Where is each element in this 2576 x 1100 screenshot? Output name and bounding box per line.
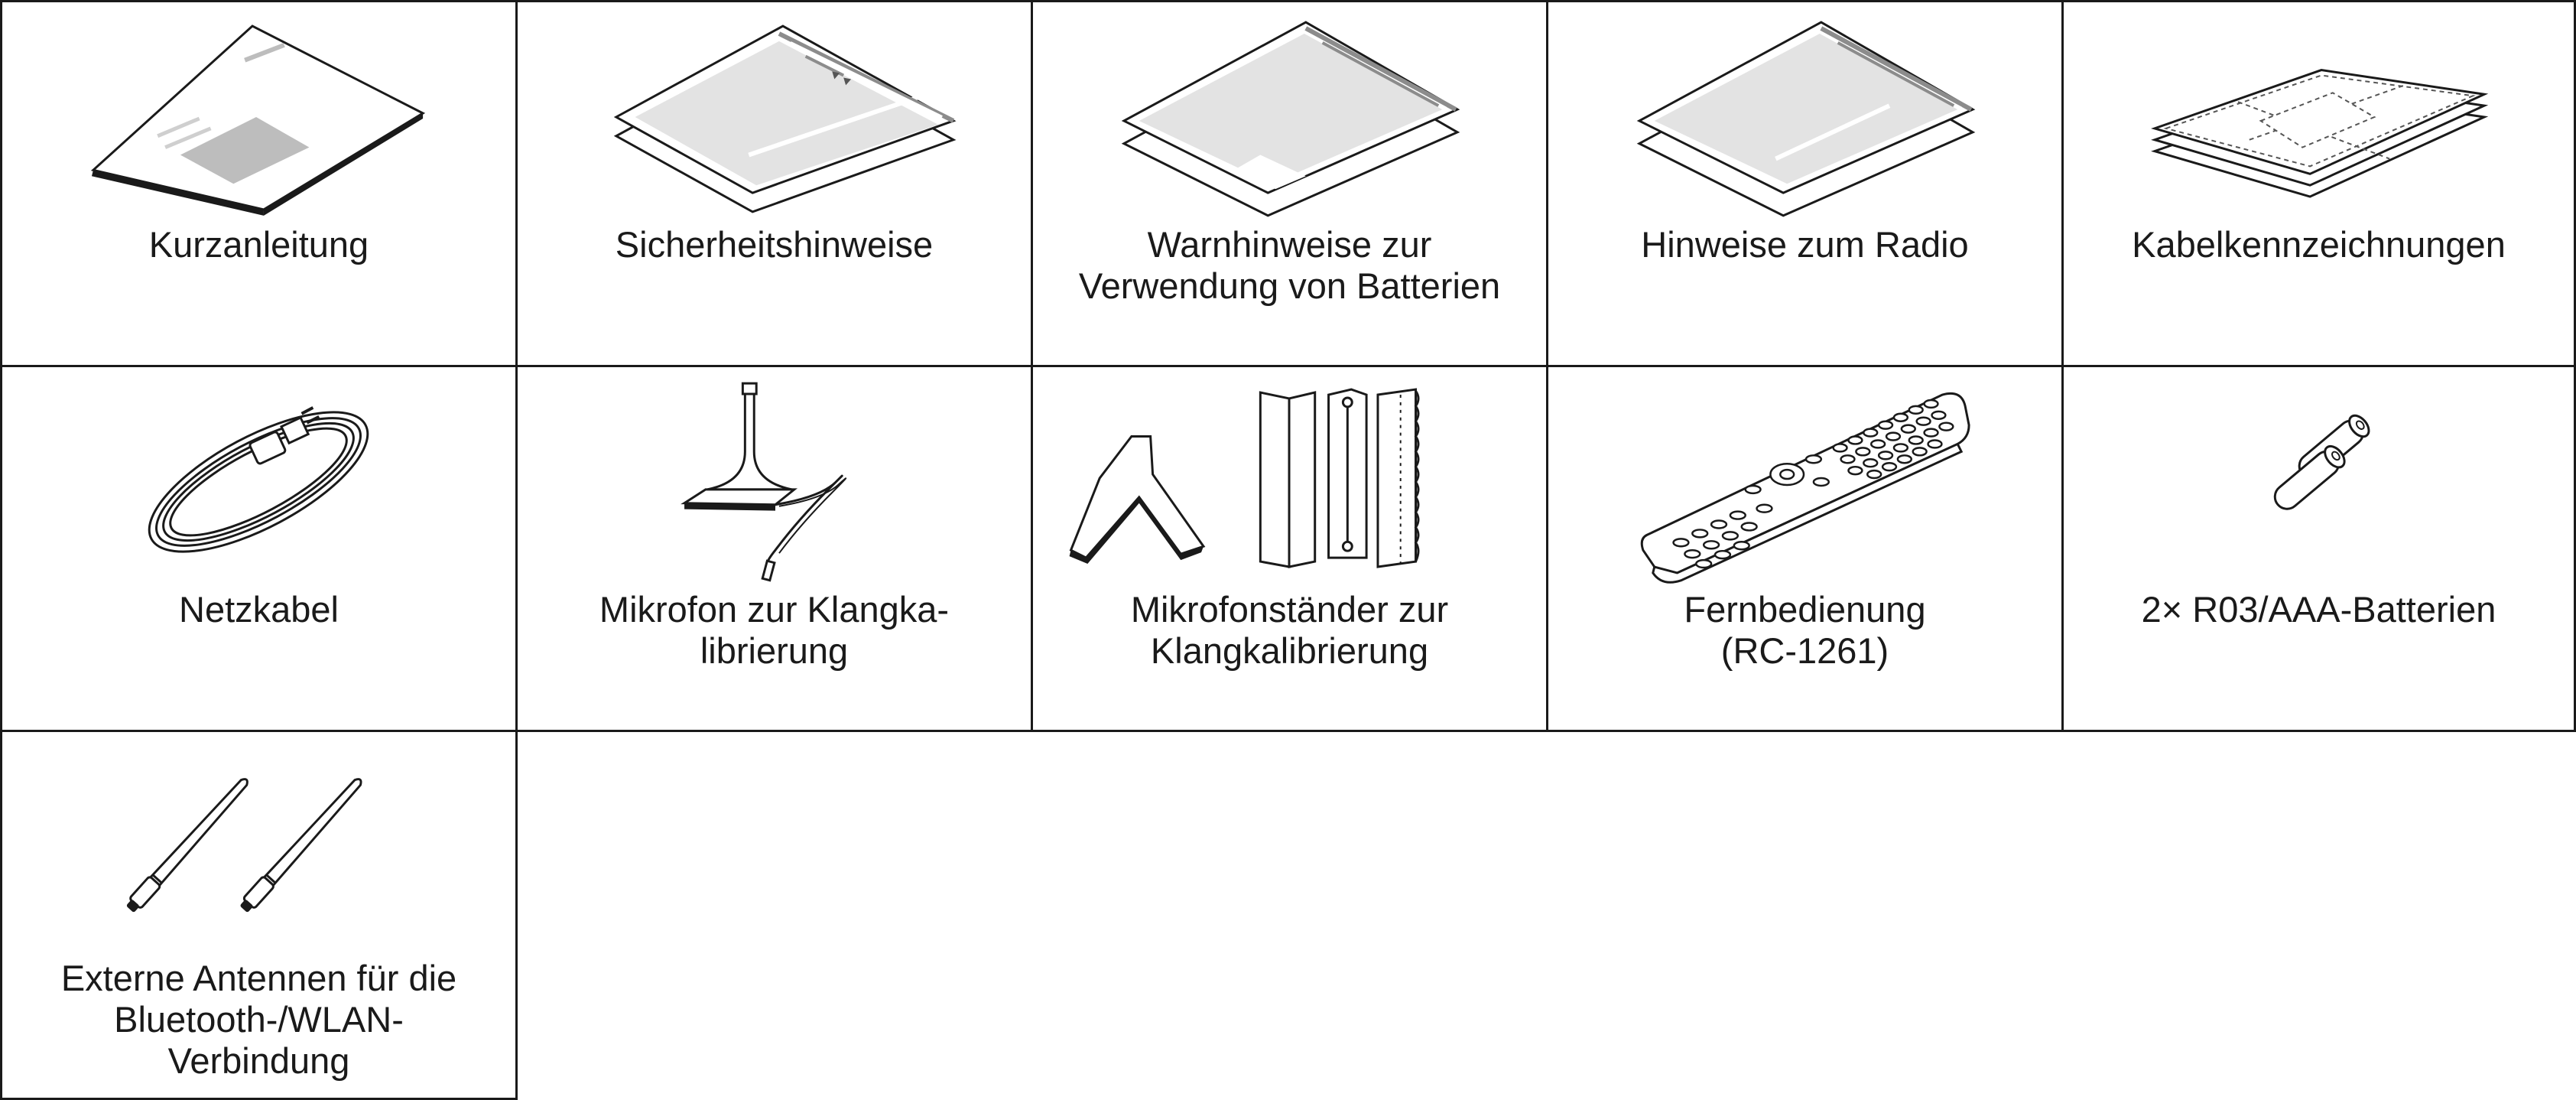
accessory-cell-remote-control: Fernbedienung (RC-1261) bbox=[1546, 365, 2064, 732]
accessory-cell-microphone-stand: Mikrofonständer zur Klangkalibrierung bbox=[1031, 365, 1548, 732]
quick-guide-icon bbox=[90, 24, 426, 216]
accessory-label: Sicherheitshinweise bbox=[615, 224, 934, 265]
remote-control-icon bbox=[1640, 392, 1970, 584]
accessory-cell-radio-notes: Hinweise zum Radio bbox=[1546, 0, 2064, 367]
cable-labels-icon bbox=[2151, 69, 2489, 198]
accessory-label: Warnhinweise zur Verwendung von Batterie… bbox=[1078, 224, 1501, 306]
power-cord-icon bbox=[148, 406, 369, 553]
accessory-cell-battery-warnings: Warnhinweise zur Verwendung von Batterie… bbox=[1031, 0, 1548, 367]
accessory-cell-cable-labels: Kabelkennzeichnungen bbox=[2061, 0, 2576, 367]
accessory-label: Externe Antennen für die Bluetooth-/WLAN… bbox=[60, 958, 457, 1081]
calibration-microphone-icon bbox=[681, 382, 847, 582]
battery-warnings-icon bbox=[1121, 21, 1460, 217]
batteries-icon bbox=[2273, 414, 2370, 510]
accessory-label: 2× R03/AAA-Batterien bbox=[2141, 589, 2496, 630]
external-antennas-icon bbox=[126, 778, 362, 913]
accessory-label: Kabelkennzeichnungen bbox=[2132, 224, 2506, 265]
accessory-label: Netzkabel bbox=[179, 589, 339, 630]
accessory-label: Hinweise zum Radio bbox=[1641, 224, 1969, 265]
safety-instructions-icon bbox=[613, 24, 957, 213]
accessory-label: Kurzanleitung bbox=[148, 224, 369, 265]
accessory-label: Fernbedienung (RC-1261) bbox=[1684, 589, 1926, 671]
accessory-cell-power-cord: Netzkabel bbox=[0, 365, 518, 732]
accessory-cell-batteries: 2× R03/AAA-Batterien bbox=[2061, 365, 2576, 732]
radio-notes-icon bbox=[1636, 21, 1976, 217]
accessory-cell-safety-instructions: Sicherheitshinweise bbox=[515, 0, 1033, 367]
accessory-cell-external-antennas: Externe Antennen für die Bluetooth-/WLAN… bbox=[0, 730, 518, 1100]
accessory-label: Mikrofon zur Klangka- librierung bbox=[599, 589, 950, 671]
microphone-stand-icon bbox=[1069, 388, 1420, 568]
accessory-cell-calibration-microphone: Mikrofon zur Klangka- librierung bbox=[515, 365, 1033, 732]
accessory-label: Mikrofonständer zur Klangkalibrierung bbox=[1130, 589, 1449, 671]
accessory-cell-quick-guide: Kurzanleitung bbox=[0, 0, 518, 367]
